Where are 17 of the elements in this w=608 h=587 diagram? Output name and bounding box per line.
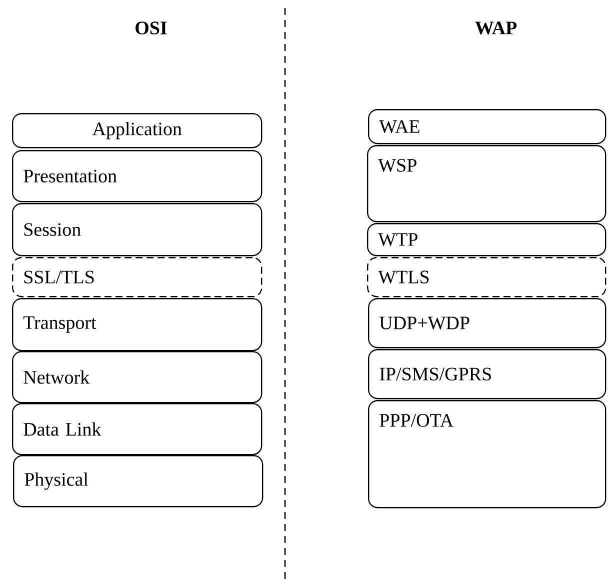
column-heading: WAP — [475, 22, 517, 34]
layer-box: Network — [12, 351, 262, 404]
layer-box: Transport — [12, 298, 262, 352]
layer-box: Application — [12, 113, 262, 148]
column-heading: OSI — [136, 22, 167, 34]
layer-box: UDP+WDP — [368, 298, 606, 348]
layer-box: SSL/TLS — [12, 257, 262, 298]
layer-box: WTP — [367, 223, 606, 256]
layer-box: Session — [12, 203, 262, 256]
layer-box: WAE — [368, 109, 606, 144]
layer-box: Data Link — [12, 403, 262, 456]
layer-box: Physical — [13, 455, 264, 508]
layer-box: WSP — [367, 145, 606, 222]
layer-box: Presentation — [12, 150, 262, 202]
layer-box: IP/SMS/GPRS — [368, 349, 606, 400]
layer-box: PPP/OTA — [368, 400, 606, 508]
layer-box: WTLS — [367, 257, 606, 298]
